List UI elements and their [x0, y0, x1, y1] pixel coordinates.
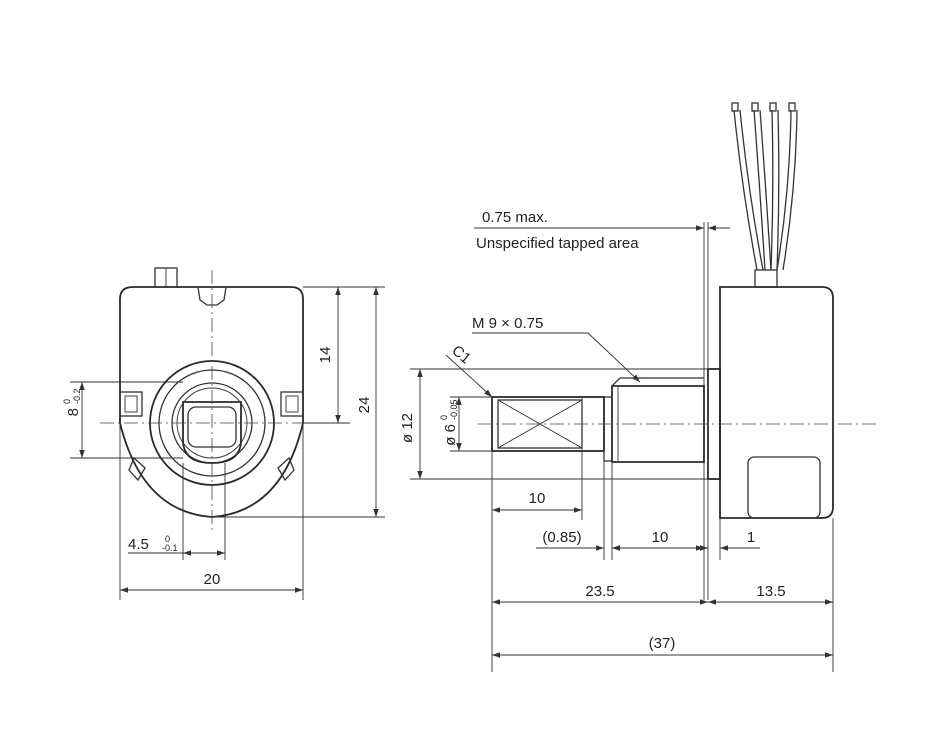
dim-8-label: 8 — [65, 408, 82, 416]
dim-23-5-label: 23.5 — [585, 583, 614, 600]
dim-24-label: 24 — [356, 397, 373, 414]
note-thread: M 9 × 0.75 — [472, 315, 543, 332]
dim-0-85-label: (0.85) — [542, 529, 581, 546]
dim-4-5-tol-upper: 0 — [165, 534, 170, 544]
note-tapped-area: Unspecified tapped area — [476, 235, 639, 252]
wire-exit — [754, 269, 778, 288]
dim-13-5-label: 13.5 — [756, 583, 785, 600]
front-left-latch — [128, 456, 146, 482]
dim-10-shaft-label: 10 — [529, 490, 546, 507]
front-left-clip — [119, 391, 143, 417]
dim-20-label: 20 — [204, 571, 221, 588]
leader-thread — [587, 332, 641, 383]
dim-dia-12-label: ø 12 — [399, 413, 416, 443]
side-body — [719, 286, 834, 519]
dim-10-thread-label: 10 — [652, 529, 669, 546]
dim-14-label: 14 — [317, 347, 334, 364]
front-view: 8 0 -0.2 14 24 4.5 0 -0.1 20 — [62, 267, 385, 600]
lead-wires — [731, 102, 798, 271]
dim-37-label: (37) — [649, 635, 676, 652]
dim-8-tol-lower: -0.2 — [72, 388, 82, 404]
note-max-depth: 0.75 max. — [482, 209, 548, 226]
note-c1: C1 — [448, 342, 474, 367]
side-view: ø 12 ø 6 0 -0.05 C1 M 9 × 0.75 0.75 max.… — [399, 102, 880, 672]
front-right-latch — [277, 456, 295, 482]
dim-dia-6-tol-upper: 0 — [439, 415, 449, 420]
dim-dia-6-label: ø 6 — [442, 424, 459, 446]
front-right-clip — [280, 391, 304, 417]
dim-8-tol-upper: 0 — [62, 399, 72, 404]
side-body-tab — [747, 456, 821, 519]
dim-1-label: 1 — [747, 529, 755, 546]
dim-4-5-label: 4.5 — [128, 536, 149, 553]
dim-dia-6-tol-lower: -0.05 — [449, 399, 459, 420]
dim-4-5-tol-lower: -0.1 — [162, 543, 178, 553]
leader-c1 — [445, 354, 493, 398]
